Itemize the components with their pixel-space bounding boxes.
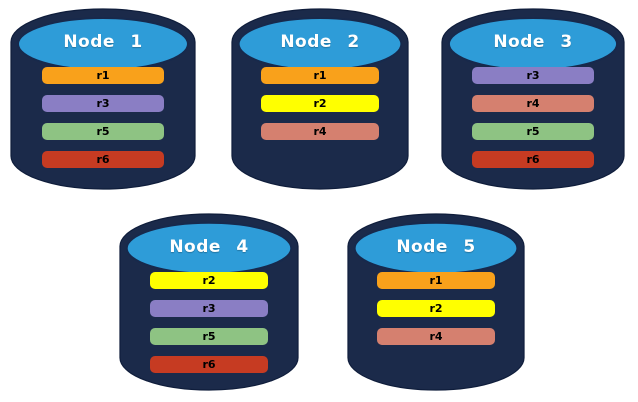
replica-bar: r3 <box>41 95 165 112</box>
replica-label: r6 <box>96 153 110 166</box>
replica-bar: r6 <box>41 151 165 168</box>
node-label: Node 5 <box>396 237 476 257</box>
replica-label: r1 <box>429 274 443 287</box>
replica-label: r6 <box>526 153 540 166</box>
replica-bar: r2 <box>149 272 269 289</box>
replica-label: r3 <box>202 302 216 315</box>
node-label: Node 3 <box>493 32 573 52</box>
replica-bar: r5 <box>149 328 269 345</box>
node-3-cylinder: Node 3 r3 r4 r5 r6 <box>441 8 625 190</box>
replica-label: r1 <box>96 69 110 82</box>
replica-label: r2 <box>429 302 443 315</box>
replica-label: r1 <box>313 69 327 82</box>
replica-bar: r2 <box>377 300 495 317</box>
replica-label: r5 <box>202 330 216 343</box>
replica-bar: r6 <box>149 356 269 373</box>
node-1-cylinder: Node 1 r1 r3 r5 r6 <box>10 8 196 190</box>
replica-bar: r3 <box>149 300 269 317</box>
replica-label: r2 <box>313 97 327 110</box>
replica-label: r4 <box>313 125 327 138</box>
replica-label: r6 <box>202 358 216 371</box>
node-label: Node 1 <box>63 32 143 52</box>
replica-label: r4 <box>429 330 443 343</box>
node-5-cylinder: Node 5 r1 r2 r4 <box>347 213 525 391</box>
replica-bar: r4 <box>472 95 594 112</box>
replica-bar: r6 <box>472 151 594 168</box>
node-4-cylinder: Node 4 r2 r3 r5 r6 <box>119 213 299 391</box>
replica-label: r5 <box>96 125 110 138</box>
replica-label: r2 <box>202 274 216 287</box>
node-2-cylinder: Node 2 r1 r2 r4 <box>231 8 409 190</box>
replica-bar: r4 <box>261 123 379 140</box>
replica-label: r3 <box>526 69 540 82</box>
replica-bar: r5 <box>472 123 594 140</box>
replica-bar: r2 <box>261 95 379 112</box>
replica-bar: r1 <box>261 67 379 84</box>
replica-bar: r1 <box>41 67 165 84</box>
replica-bar: r5 <box>41 123 165 140</box>
node-label: Node 2 <box>280 32 360 52</box>
node-label: Node 4 <box>169 237 249 257</box>
replica-bar: r3 <box>472 67 594 84</box>
replica-bar: r4 <box>377 328 495 345</box>
replica-label: r5 <box>526 125 540 138</box>
replica-label: r4 <box>526 97 540 110</box>
replica-label: r3 <box>96 97 110 110</box>
replica-bar: r1 <box>377 272 495 289</box>
